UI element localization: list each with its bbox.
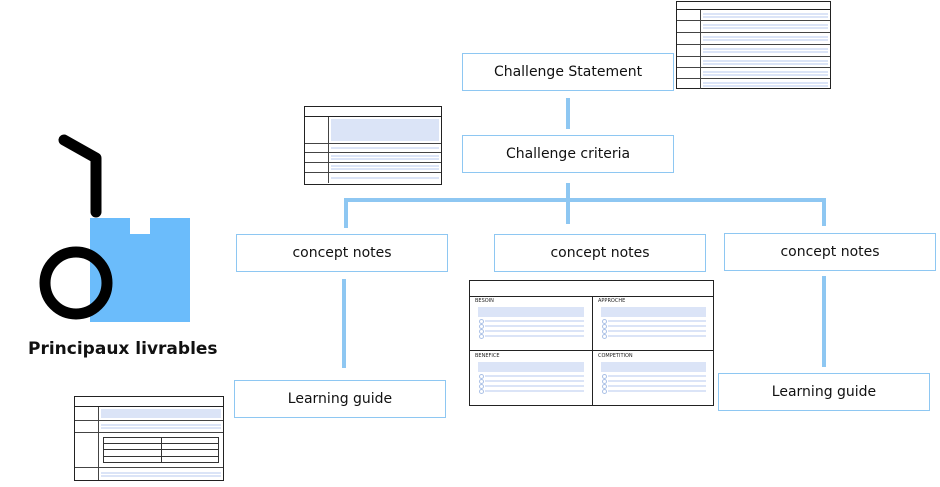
- connector-branch-right: [822, 198, 826, 226]
- concept-notes-label: concept notes: [780, 244, 880, 260]
- quadrant-label: BESOIN: [475, 298, 494, 304]
- connector-branch-center: [566, 198, 570, 224]
- connector-statement-criteria: [566, 98, 570, 129]
- concept-notes-label: concept notes: [550, 245, 650, 261]
- concept-notes-node-right: concept notes: [724, 233, 936, 271]
- challenge-statement-node: Challenge Statement: [462, 53, 674, 91]
- sheet-header: [470, 281, 713, 297]
- concept-notes-node-center: concept notes: [494, 234, 706, 272]
- quadrant-competition: COMPETITION: [593, 351, 714, 406]
- challenge-statement-sheet-thumbnail: [676, 1, 831, 89]
- sheet-header: [75, 397, 223, 407]
- challenge-criteria-sheet-thumbnail: [304, 106, 442, 185]
- concept-notes-node-left: concept notes: [236, 234, 448, 272]
- sheet-header: [305, 107, 441, 117]
- connector-right-learning: [822, 276, 826, 367]
- learning-guide-node-right: Learning guide: [718, 373, 930, 411]
- challenge-criteria-node: Challenge criteria: [462, 135, 674, 173]
- truck-handle: [58, 134, 102, 218]
- hand-truck-icon: [39, 134, 190, 322]
- connector-horizontal-branch: [344, 198, 826, 202]
- quadrant-label: APPROCHE: [598, 298, 626, 304]
- connector-branch-left: [344, 198, 348, 228]
- quadrant-label: BENEFICE: [475, 353, 500, 359]
- quadrant-besoin: BESOIN: [470, 296, 593, 351]
- quadrant-benefice: BENEFICE: [470, 351, 593, 406]
- learning-guide-sheet-thumbnail: [74, 396, 224, 481]
- quadrant-approche: APPROCHE: [593, 296, 714, 351]
- box-notch: [130, 216, 150, 234]
- challenge-criteria-label: Challenge criteria: [505, 146, 631, 162]
- concept-notes-sheet-thumbnail: BESOIN APPROCHE BENEFICE COMPETITION: [469, 280, 714, 406]
- page-title: Principaux livrables: [28, 339, 218, 359]
- sheet-header: [677, 2, 830, 10]
- learning-guide-node-left: Learning guide: [234, 380, 446, 418]
- learning-guide-label: Learning guide: [771, 384, 877, 400]
- connector-left-learning: [342, 279, 346, 368]
- challenge-statement-label: Challenge Statement: [493, 64, 643, 80]
- concept-notes-label: concept notes: [292, 245, 392, 261]
- learning-guide-label: Learning guide: [287, 391, 393, 407]
- truck-wheel: [39, 246, 113, 320]
- connector-criteria-branch: [566, 183, 570, 201]
- quadrant-label: COMPETITION: [598, 353, 633, 359]
